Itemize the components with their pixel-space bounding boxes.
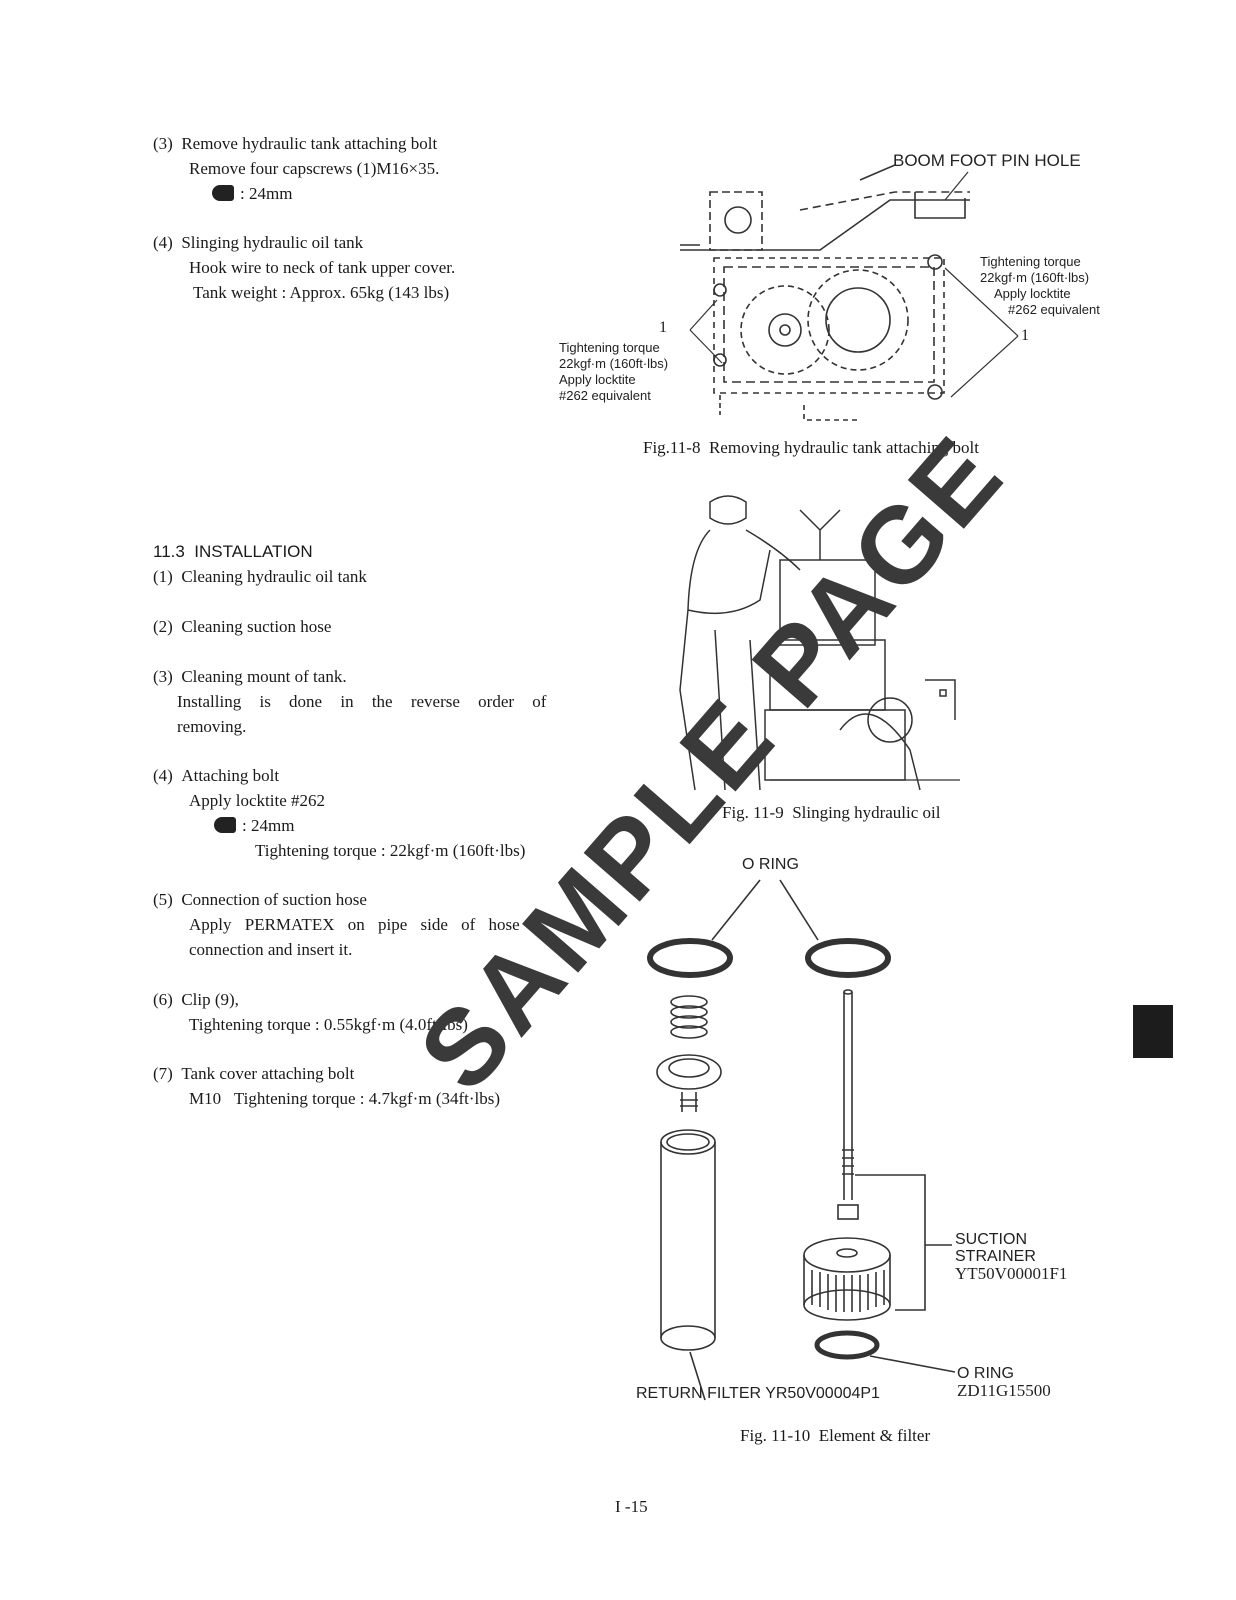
install-step-3-text-2: removing. [177, 717, 247, 736]
fig-11-9-caption: Fig. 11-9 Slinging hydraulic oil [722, 803, 941, 822]
step-3-title: (3) Remove hydraulic tank attaching bolt [153, 134, 438, 153]
o-ring-bottom-label: O RING ZD11G15500 [957, 1365, 1051, 1399]
install-step-6: (6) Clip (9), [153, 990, 239, 1009]
callout-1-left: 1 [659, 319, 667, 336]
install-step-3-text: Installing is done in the reverse order … [177, 692, 547, 711]
suction-label-line: STRAINER [955, 1248, 1036, 1265]
return-filter-label: RETURN FILTER YR50V00004P1 [636, 1385, 880, 1402]
step-4-title: (4) Slinging hydraulic oil tank [153, 233, 364, 252]
left-note-line: #262 equivalent [559, 388, 651, 403]
fig-11-10-caption: Fig. 11-10 Element & filter [740, 1426, 931, 1445]
step-4-text-2: Tank weight : Approx. 65kg (143 lbs) [193, 283, 450, 302]
right-note-line: Tightening torque [980, 254, 1081, 269]
tank-bolt-diagram [680, 164, 970, 421]
install-step-5-text: Apply PERMATEX on pipe side of hose [189, 915, 520, 934]
left-note-line: Apply locktite [559, 372, 636, 387]
install-step-7: (7) Tank cover attaching bolt [153, 1064, 355, 1083]
suction-strainer-label: SUCTION STRAINER YT50V00001F1 [955, 1231, 1067, 1282]
callout-1-right: 1 [1021, 327, 1029, 344]
o-ring-top-label: O RING [742, 856, 799, 873]
right-note-line: #262 equivalent [1008, 302, 1100, 317]
fig-11-8-caption: Fig.11-8 Removing hydraulic tank attachi… [643, 438, 980, 457]
install-step-7-torque: M10 Tightening torque : 4.7kgf·m (34ft·l… [189, 1089, 501, 1108]
install-step-6-torque: Tightening torque : 0.55kgf·m (4.0ft·lbs… [189, 1015, 468, 1034]
installation-heading: 11.3 INSTALLATION [153, 542, 313, 561]
install-step-2: (2) Cleaning suction hose [153, 617, 332, 636]
boom-foot-pin-hole-label: BOOM FOOT PIN HOLE [893, 151, 1081, 170]
right-note-line: Apply locktite [994, 286, 1071, 301]
left-note-line: Tightening torque [559, 340, 660, 355]
o-ring-bottom-line: O RING [957, 1365, 1014, 1382]
step-3-tool: : 24mm [212, 181, 292, 206]
install-step-3: (3) Cleaning mount of tank. [153, 667, 347, 686]
step-3-text: Remove four capscrews (1)M16×35. [189, 159, 440, 178]
install-step-4-tool-size: : 24mm [242, 816, 295, 835]
socket-wrench-icon [214, 817, 236, 833]
fig8-left-note: Tightening torque 22kgf·m (160ft·lbs) Ap… [559, 340, 668, 404]
suction-part-number: YT50V00001F1 [955, 1264, 1068, 1283]
install-step-1: (1) Cleaning hydraulic oil tank [153, 567, 367, 586]
socket-wrench-icon [212, 185, 234, 201]
install-step-5-text-2: connection and insert it. [189, 940, 353, 959]
fig8-right-note: Tightening torque 22kgf·m (160ft·lbs) Ap… [980, 254, 1100, 318]
step-4-text-1: Hook wire to neck of tank upper cover. [189, 258, 456, 277]
suction-label-line: SUCTION [955, 1231, 1027, 1248]
section-tab-marker [1133, 1005, 1173, 1058]
install-step-4-tool: : 24mm [214, 813, 294, 838]
right-note-line: 22kgf·m (160ft·lbs) [980, 270, 1090, 285]
step-3-tool-size: : 24mm [240, 184, 293, 203]
page-number: I -15 [615, 1497, 648, 1516]
slinging-illustration [679, 495, 960, 791]
left-note-line: 22kgf·m (160ft·lbs) [559, 356, 669, 371]
install-step-4-text: Apply locktite #262 [189, 791, 325, 810]
install-step-4-torque: Tightening torque : 22kgf·m (160ft·lbs) [255, 841, 526, 860]
o-ring-part-number: ZD11G15500 [957, 1381, 1051, 1400]
install-step-5: (5) Connection of suction hose [153, 890, 367, 909]
install-step-4: (4) Attaching bolt [153, 766, 280, 785]
